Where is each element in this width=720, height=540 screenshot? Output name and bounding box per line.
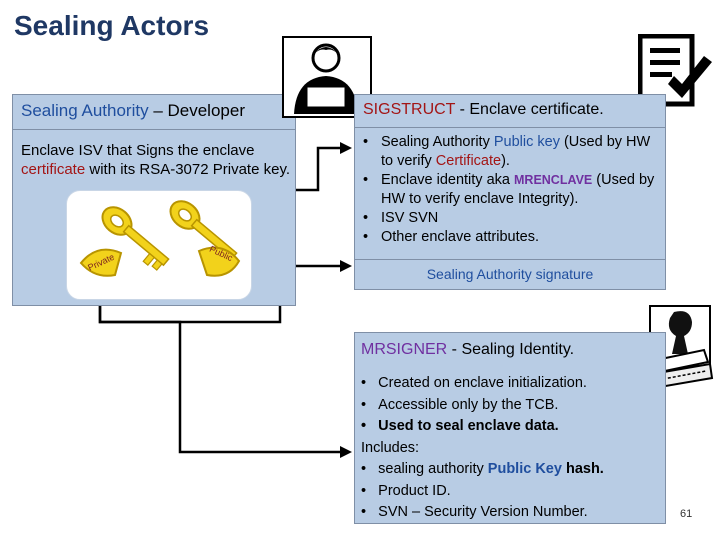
list-item: • sealing authority Public Key hash. <box>361 459 661 481</box>
list-item: • Created on enclave initialization. <box>361 373 661 395</box>
sealing-authority-body-part1: Enclave ISV that Signs the enclave <box>21 142 255 159</box>
bullet-glyph: • <box>361 482 367 499</box>
private-key-icon <box>101 206 170 271</box>
bullet-glyph: • <box>363 210 369 226</box>
bullet-glyph: • <box>363 134 369 150</box>
sigstruct-divider-bottom <box>355 259 665 260</box>
mrsigner-item-1-c: hash. <box>561 461 604 477</box>
sigstruct-bullet-1-c: (Used by HW to verify <box>381 134 651 169</box>
sealing-authority-body-part2: with its RSA-3072 Private key. <box>85 161 291 178</box>
bullet-glyph: • <box>363 172 369 188</box>
sigstruct-bullet-2-c: (Used by HW to verify enclave Integrity)… <box>381 172 655 207</box>
mrsigner-item-3: SVN – Security Version Number. <box>378 504 588 520</box>
mrsigner-content: • Created on enclave initialization. • A… <box>361 373 661 524</box>
mrsigner-includes-label: Includes: <box>361 439 420 456</box>
key-icon: Private Public <box>79 200 241 277</box>
mrsigner-line-3: Used to seal enclave data. <box>378 418 559 434</box>
list-item: • Product ID. <box>361 481 661 503</box>
page-title: Sealing Actors <box>14 10 210 41</box>
page-number: 61 <box>680 508 693 520</box>
mrsigner-title-rest: - Sealing Identity. <box>447 341 575 358</box>
mrsigner-item-2: Product ID. <box>378 482 451 499</box>
bullet-glyph: • <box>363 229 369 245</box>
sealing-authority-signature: Sealing Authority signature <box>426 266 594 282</box>
sealing-authority-title-rest: – Developer <box>148 101 245 120</box>
bullet-glyph: • <box>361 375 367 391</box>
bullet-glyph: • <box>361 396 367 413</box>
sigstruct-bullet-1-e: ). <box>501 153 510 169</box>
mrsigner-line-2: Accessible only by the TCB. <box>378 396 559 413</box>
sigstruct-bullet-2-mrenclave: MRENCLAVE <box>514 173 593 187</box>
list-item: • SVN – Security Version Number. <box>361 502 661 524</box>
sigstruct-title-red: SIGSTRUCT <box>363 101 456 118</box>
mrsigner-title-purple: MRSIGNER <box>361 341 448 358</box>
mrsigner-line-1: Created on enclave initialization. <box>378 375 587 391</box>
list-item: • Used to seal enclave data. <box>361 416 661 438</box>
list-item: • ISV SVN <box>359 209 659 228</box>
sigstruct-bullets: • Sealing Authority Public key (Used by … <box>359 133 659 247</box>
list-item: • Accessible only by the TCB. <box>361 395 661 417</box>
certificate-icon <box>637 33 718 112</box>
sealing-authority-title-blue: Sealing Authority <box>21 101 149 120</box>
list-item: • Other enclave attributes. <box>359 228 659 247</box>
sigstruct-bullet-1-a: Sealing Authority <box>381 134 494 150</box>
sigstruct-bullet-3: ISV SVN <box>381 210 439 226</box>
sigstruct-bullet-1-public-key: Public key <box>493 134 560 150</box>
bullet-glyph: • <box>361 504 367 520</box>
sealing-authority-title: Sealing Authority – Developer <box>21 101 245 121</box>
sigstruct-divider-top <box>355 127 665 128</box>
mrsigner-item-1-public-key: Public Key <box>487 461 562 477</box>
sealing-authority-divider <box>13 129 295 130</box>
mrsigner-box: MRSIGNER - Sealing Identity. • Created o… <box>354 332 666 524</box>
bullet-glyph: • <box>361 418 367 434</box>
mrsigner-title: MRSIGNER - Sealing Identity. <box>361 341 574 359</box>
sigstruct-box: SIGSTRUCT - Enclave certificate. • Seali… <box>354 94 666 290</box>
sigstruct-bullet-4: Other enclave attributes. <box>381 229 539 245</box>
keys-illustration: Private Public <box>66 190 252 300</box>
list-item: • Enclave identity aka MRENCLAVE (Used b… <box>359 171 659 209</box>
mrsigner-item-1-a: sealing authority <box>378 461 488 477</box>
sealing-authority-body-certificate: certificate <box>21 161 86 178</box>
bullet-glyph: • <box>361 461 367 477</box>
sigstruct-bullet-2-a: Enclave identity aka <box>381 172 514 188</box>
sigstruct-bullet-1-certificate: Certificate <box>435 153 502 169</box>
list-item: • Sealing Authority Public key (Used by … <box>359 133 659 171</box>
sealing-authority-body: Enclave ISV that Signs the enclave certi… <box>21 141 293 179</box>
sigstruct-title-rest: - Enclave certificate. <box>455 101 604 118</box>
sigstruct-title: SIGSTRUCT - Enclave certificate. <box>363 101 604 119</box>
